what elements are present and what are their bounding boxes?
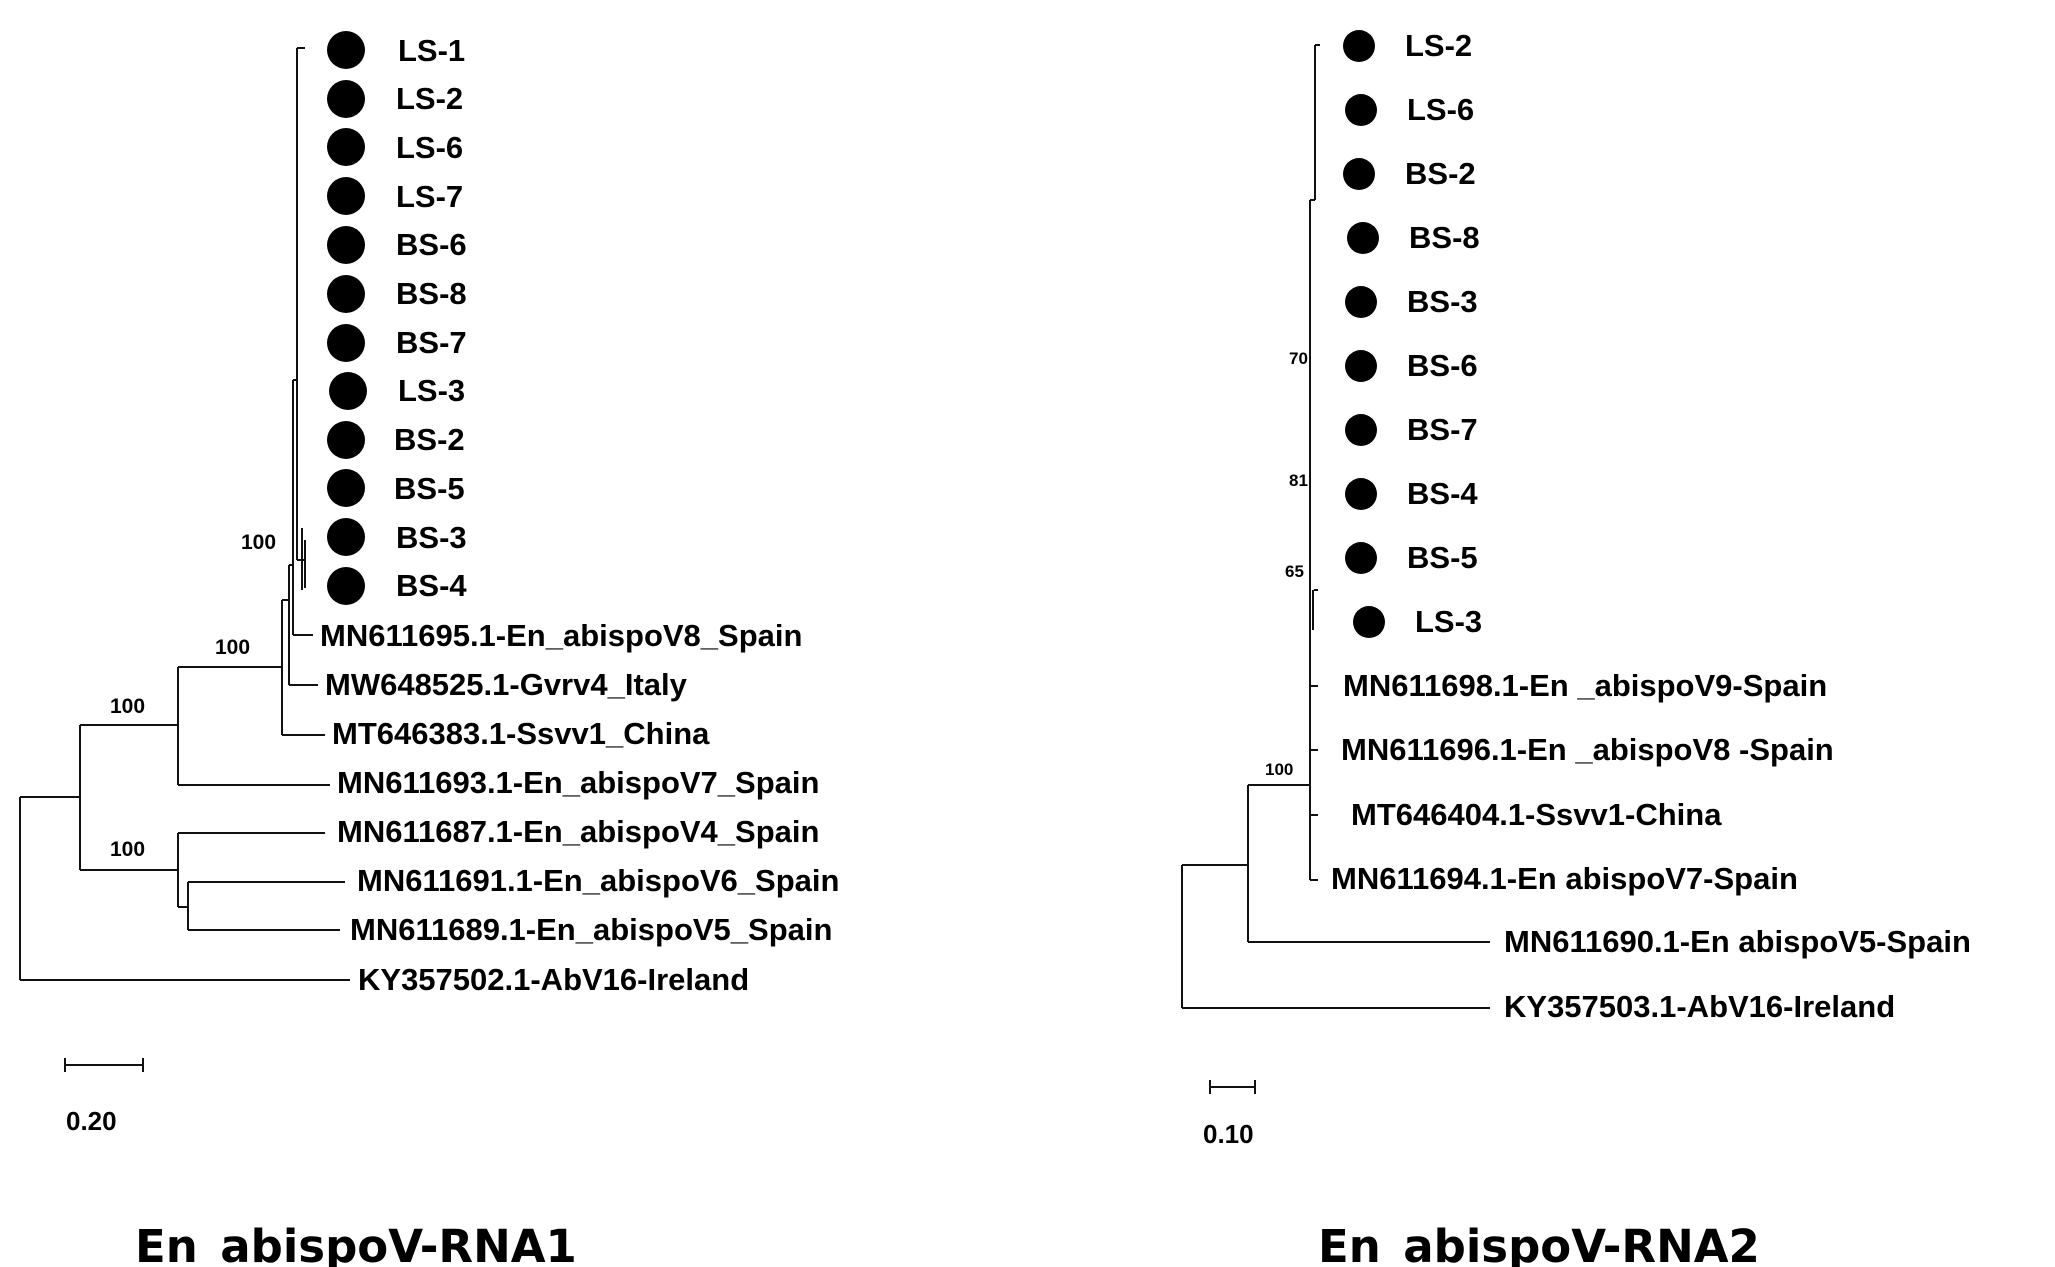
leaf-label: LS-1 — [398, 33, 465, 68]
sample-marker — [1345, 414, 1377, 446]
sample-marker — [1353, 606, 1385, 638]
tree-rna2-branches — [1181, 44, 1490, 1009]
leaf-label: MN611694.1-En abispoV7-Spain — [1331, 861, 1798, 896]
leaf-label: BS-6 — [1407, 348, 1478, 383]
leaf-label: BS-2 — [1405, 156, 1476, 191]
leaf-label: LS-6 — [1407, 92, 1474, 127]
leaf-label: BS-7 — [396, 325, 467, 360]
leaf-label: MN611696.1-En _abispoV8 -Spain — [1341, 732, 1834, 767]
leaf-label: BS-4 — [1407, 476, 1478, 511]
sample-marker — [327, 469, 365, 507]
tree-rna1: 100 100 100 100 LS-1 LS-2 LS-6 LS-7 BS-6… — [19, 31, 839, 1267]
sample-marker — [327, 177, 365, 215]
scale-bar-label: 0.20 — [66, 1106, 117, 1136]
scale-bar: 0.10 — [1203, 1080, 1256, 1149]
bootstrap-label: 100 — [241, 531, 276, 554]
leaf-label: MN611687.1-En_abispoV4_Spain — [337, 814, 819, 849]
leaf-label: LS-2 — [396, 81, 463, 116]
sample-marker — [1345, 350, 1377, 382]
bootstrap-label: 100 — [110, 695, 145, 718]
tree-title: En_abispoV-RNA1 — [135, 1220, 577, 1267]
leaf-label: MN611691.1-En_abispoV6_Spain — [357, 863, 839, 898]
leaf-label: LS-3 — [1415, 604, 1482, 639]
leaf-label: BS-5 — [1407, 540, 1478, 575]
scale-bar: 0.20 — [64, 1058, 144, 1136]
leaf-label: LS-7 — [396, 179, 463, 214]
bootstrap-label: 100 — [110, 838, 145, 861]
leaf-label: BS-7 — [1407, 412, 1478, 447]
leaf-label: KY357503.1-AbV16-Ireland — [1504, 989, 1895, 1024]
leaf-label: BS-8 — [1409, 220, 1480, 255]
sample-marker — [1345, 478, 1377, 510]
leaf-label: MT646404.1-Ssvv1-China — [1351, 797, 1722, 832]
leaf-label: MT646383.1-Ssvv1_China — [332, 716, 710, 751]
tree-rna1-branches — [19, 47, 350, 981]
sample-marker — [327, 31, 365, 69]
leaf-label: BS-3 — [396, 520, 467, 555]
sample-marker — [1345, 542, 1377, 574]
leaf-label: BS-8 — [396, 276, 467, 311]
sample-marker — [1345, 94, 1377, 126]
leaf-label: LS-3 — [398, 373, 465, 408]
sample-marker — [327, 226, 365, 264]
sample-marker — [327, 128, 365, 166]
leaf-label: MN611693.1-En_abispoV7_Spain — [337, 765, 819, 800]
bootstrap-label: 100 — [1265, 760, 1293, 779]
leaf-label: MN611695.1-En_abispoV8_Spain — [320, 618, 802, 653]
sample-marker — [327, 421, 365, 459]
leaf-label: BS-5 — [394, 471, 465, 506]
leaf-label: MN611698.1-En _abispoV9-Spain — [1343, 668, 1827, 703]
leaf-label: LS-2 — [1405, 28, 1472, 63]
bootstrap-label: 100 — [215, 636, 250, 659]
scale-bar-label: 0.10 — [1203, 1119, 1254, 1149]
sample-marker — [327, 518, 365, 556]
sample-marker — [329, 372, 367, 410]
tree-rna2: 70 81 65 100 LS-2 LS-6 BS-2 BS-8 BS-3 BS… — [1181, 28, 1971, 1267]
sample-marker — [1343, 158, 1375, 190]
tree-title: En_abispoV-RNA2 — [1318, 1220, 1760, 1267]
leaf-label: LS-6 — [396, 130, 463, 165]
bootstrap-label: 70 — [1289, 349, 1308, 368]
sample-marker — [1345, 286, 1377, 318]
leaf-label: MW648525.1-Gvrv4_Italy — [325, 667, 688, 702]
sample-marker — [327, 324, 365, 362]
leaf-label: BS-2 — [394, 422, 465, 457]
bootstrap-label: 65 — [1285, 562, 1304, 581]
leaf-label: BS-3 — [1407, 284, 1478, 319]
leaf-label: BS-6 — [396, 227, 467, 262]
leaf-label: BS-4 — [396, 568, 467, 603]
sample-marker — [327, 275, 365, 313]
bootstrap-label: 81 — [1289, 471, 1308, 490]
leaf-label: MN611690.1-En abispoV5-Spain — [1504, 924, 1971, 959]
leaf-label: KY357502.1-AbV16-Ireland — [358, 962, 749, 997]
leaf-label: MN611689.1-En_abispoV5_Spain — [350, 912, 832, 947]
sample-marker — [1343, 30, 1375, 62]
sample-marker — [1347, 222, 1379, 254]
sample-marker — [327, 567, 365, 605]
sample-marker — [327, 80, 365, 118]
